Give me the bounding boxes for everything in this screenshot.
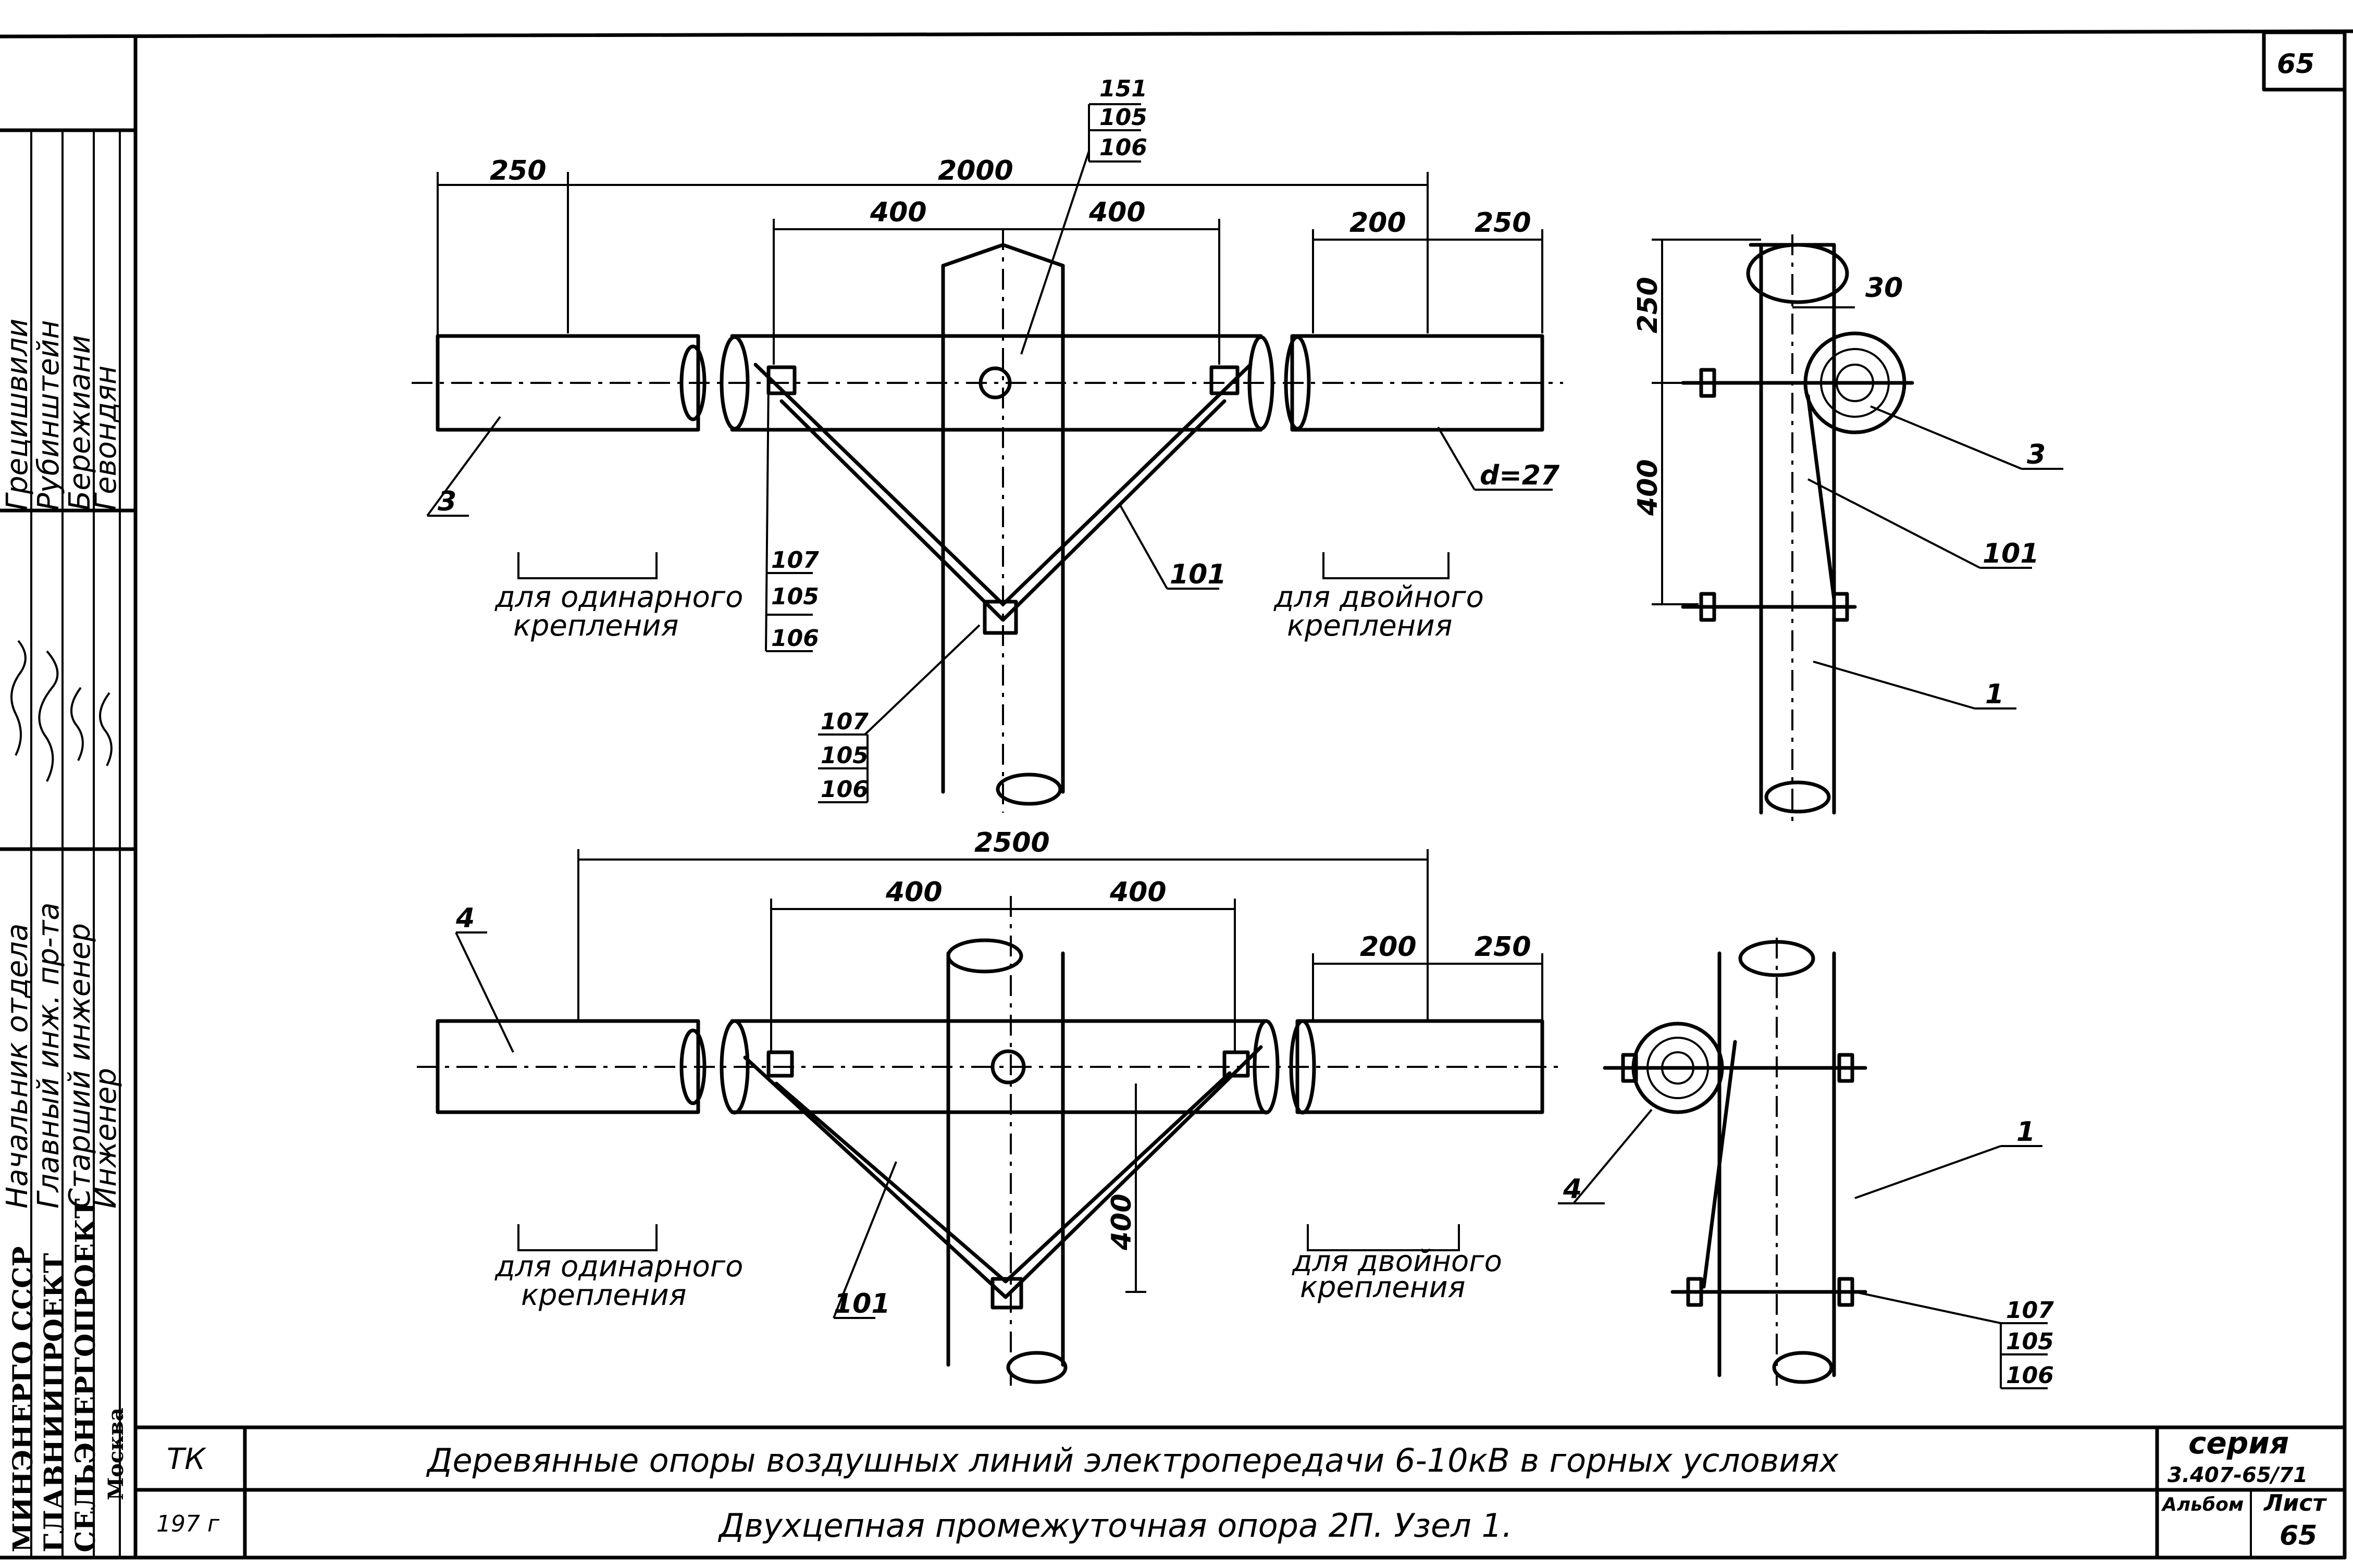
dim-side-250: 250 xyxy=(1632,277,1664,333)
corner-sheet-number: 65 xyxy=(2262,30,2347,92)
bottom-front-view: 2500 400 400 200 250 400 4 101 для одина… xyxy=(417,827,1563,1386)
note-double-bottom-2: крепления xyxy=(1300,1271,1465,1304)
side-stamp: Грецишвили Рубинштейн Бережиани Гевондян… xyxy=(0,128,138,1558)
dim-400-vert: 400 xyxy=(1106,1193,1137,1251)
sheet-label: Лист xyxy=(2263,1490,2327,1516)
dim-400-left: 400 xyxy=(870,197,927,228)
signatures xyxy=(10,640,113,782)
drawing-frame xyxy=(0,29,2353,1560)
series-value: 3.407-65/71 xyxy=(2168,1463,2308,1487)
stamp-role-1: Начальник отдела xyxy=(1,924,34,1209)
dim-250-left: 250 xyxy=(490,155,547,186)
label-101-side: 101 xyxy=(1983,538,2039,569)
dim-200-bottom: 200 xyxy=(1360,931,1417,963)
series-label: серия xyxy=(2188,1425,2289,1461)
sheet-value: 65 xyxy=(2280,1520,2317,1551)
title-tk: ТК xyxy=(167,1442,206,1476)
album-label: Альбом xyxy=(2161,1494,2244,1515)
stamp-org-2: ГЛАВНИИПРОЕКТ xyxy=(39,1253,70,1552)
callout-bottom-2: 105 xyxy=(821,742,869,769)
title-year: 197 г xyxy=(156,1511,220,1537)
stamp-org-3: СЕЛЬЭНЕРГОПРОЕКТ xyxy=(70,1198,102,1552)
stamp-role-4: Инженер xyxy=(89,1068,123,1209)
dim-side-400: 400 xyxy=(1632,459,1664,516)
note-single-top-1: для одинарного xyxy=(494,580,743,614)
stamp-org-4: Москва xyxy=(104,1408,128,1500)
pole-side-top xyxy=(1759,243,1836,815)
dim-2500: 2500 xyxy=(974,827,1050,858)
stamp-name-3: Бережиани xyxy=(63,335,97,511)
title-block: ТК 197 г Деревянные опоры воздушных лини… xyxy=(133,1425,2347,1560)
label-3-top: 3 xyxy=(438,486,456,517)
stamp-name-4: Гевондян xyxy=(89,365,123,511)
callout-side-2: 105 xyxy=(2006,1328,2054,1355)
stamp-org-1: МИНЭНЕРГО СССР xyxy=(7,1246,39,1552)
corner-sheet-number-text: 65 xyxy=(2277,48,2314,80)
note-single-top-2: крепления xyxy=(513,609,678,643)
dim-200: 200 xyxy=(1349,207,1406,239)
label-4-side: 4 xyxy=(1563,1174,1582,1205)
braces-bottom xyxy=(743,1045,1263,1299)
pole-top-break xyxy=(996,773,1062,806)
top-side-view: 250 400 30 3 101 1 xyxy=(1632,234,2063,823)
top-front-view: 250 2000 400 400 200 250 151 105 106 107… xyxy=(412,76,1563,813)
callout-top-1: 151 xyxy=(1099,76,1147,102)
callout-left-3: 106 xyxy=(771,625,819,652)
callout-top-3: 106 xyxy=(1099,134,1147,161)
note-double-top-2: крепления xyxy=(1287,609,1452,643)
label-1-side-top: 1 xyxy=(1985,679,2004,710)
stamp-name-2: Рубинштейн xyxy=(32,320,66,511)
dim-2000: 2000 xyxy=(938,155,1013,186)
dim-400-right: 400 xyxy=(1088,197,1146,228)
brace-side-top xyxy=(1806,394,1836,601)
stamp-name-1: Грецишвили xyxy=(1,318,34,511)
label-d27: d=27 xyxy=(1480,460,1560,491)
dim-400-left-bottom: 400 xyxy=(885,877,943,908)
label-4-bottom: 4 xyxy=(455,903,475,934)
note-single-bottom-2: крепления xyxy=(521,1278,686,1312)
callout-bottom-1: 107 xyxy=(821,708,869,735)
callout-left-1: 107 xyxy=(771,547,819,574)
dim-400-right-bottom: 400 xyxy=(1109,877,1167,908)
note-double-top-1: для двойного xyxy=(1273,580,1484,614)
callout-side-1: 107 xyxy=(2006,1297,2054,1324)
pole-bottom xyxy=(946,951,1065,1367)
callout-side-3: 106 xyxy=(2006,1362,2054,1389)
label-101-top: 101 xyxy=(1170,559,1227,590)
title-sub: Двухцепная промежуточная опора 2П. Узел … xyxy=(717,1507,1513,1545)
braces-top xyxy=(753,363,1253,606)
brace-side-bottom xyxy=(1702,1040,1737,1289)
label-101-bottom: 101 xyxy=(834,1288,890,1320)
dim-250-bottom: 250 xyxy=(1475,931,1531,963)
pole-top xyxy=(941,264,1065,794)
callout-bottom-3: 106 xyxy=(821,776,869,803)
bottom-side-view: 4 1 107 105 106 xyxy=(1558,938,2054,1389)
callout-left-2: 105 xyxy=(771,583,819,610)
dim-250-right: 250 xyxy=(1475,207,1531,239)
callout-top-2: 105 xyxy=(1099,104,1147,131)
label-3-side: 3 xyxy=(2027,439,2046,470)
title-main: Деревянные опоры воздушных линий электро… xyxy=(426,1441,1839,1479)
stamp-role-3: Старший инженер xyxy=(63,923,97,1209)
dim-side-30: 30 xyxy=(1865,272,1903,304)
stamp-role-2: Главный инж. пр-та xyxy=(32,902,66,1209)
note-double-bottom-1: для двойного xyxy=(1292,1245,1502,1278)
note-single-bottom-1: для одинарного xyxy=(494,1250,743,1284)
label-1-side-bottom: 1 xyxy=(2016,1116,2035,1148)
crossarm-main-bottom xyxy=(730,1019,1268,1114)
